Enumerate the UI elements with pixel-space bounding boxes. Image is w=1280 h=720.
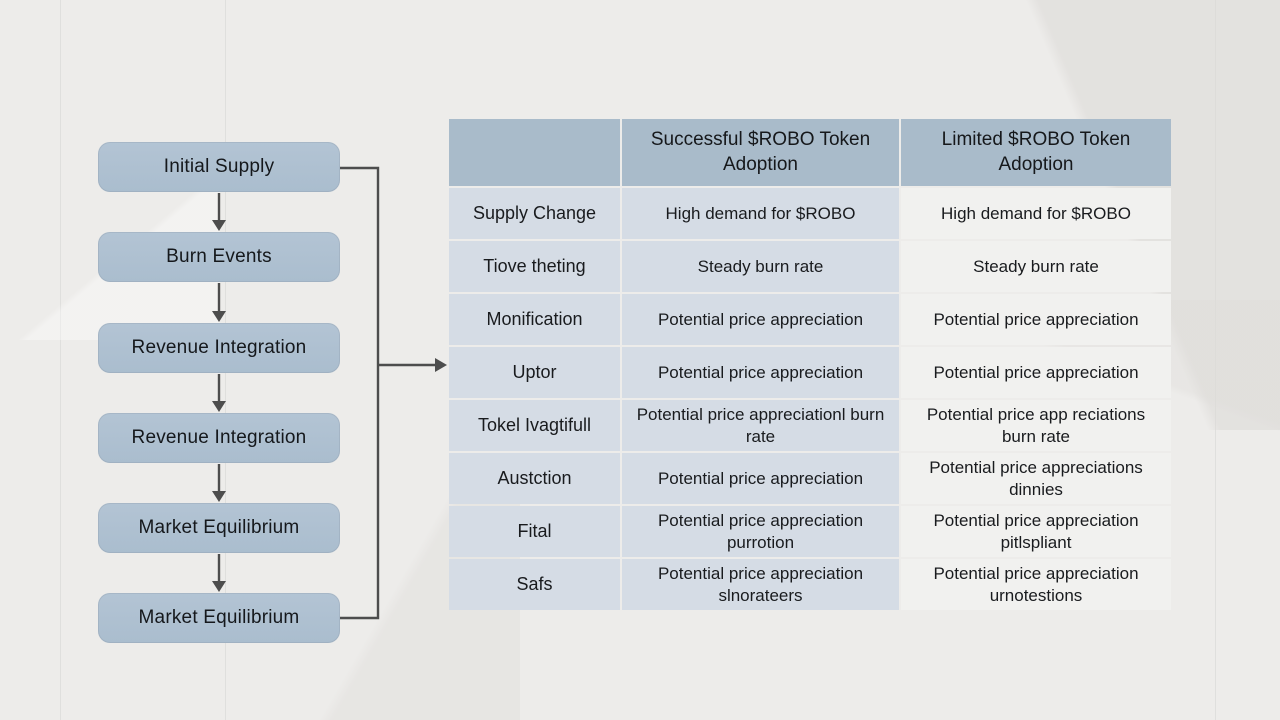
- down-arrow-icon: [212, 401, 226, 412]
- right-arrow-icon: [435, 358, 447, 372]
- row-label-cell: Monification: [449, 294, 620, 345]
- background-seam: [60, 0, 61, 720]
- cell-limited: Potential price appreciation pitlspliant: [901, 506, 1171, 557]
- row-label-cell: Tokel Ivagtifull: [449, 400, 620, 451]
- cell-limited: High demand for $ROBO: [901, 188, 1171, 239]
- cell-successful: Potential price appreciation slnorateers: [622, 559, 899, 610]
- cell-successful: High demand for $ROBO: [622, 188, 899, 239]
- cell-successful: Steady burn rate: [622, 241, 899, 292]
- table-row: Tokel Ivagtifull Potential price appreci…: [449, 400, 1171, 451]
- cell-limited: Potential price appreciations dinnies: [901, 453, 1171, 504]
- cell-successful: Potential price appreciationl burn rate: [622, 400, 899, 451]
- table-header-successful: Successful $ROBO Token Adoption: [622, 119, 899, 186]
- flow-box-revenue-integration: Revenue Integration: [98, 323, 340, 373]
- row-label-cell: Uptor: [449, 347, 620, 398]
- cell-limited: Potential price app reciations burn rate: [901, 400, 1171, 451]
- row-label-cell: Austction: [449, 453, 620, 504]
- table-row: Monification Potential price appreciatio…: [449, 294, 1171, 345]
- background-facet: [0, 460, 520, 720]
- table-row: Supply Change High demand for $ROBO High…: [449, 188, 1171, 239]
- cell-limited: Steady burn rate: [901, 241, 1171, 292]
- row-label-cell: Supply Change: [449, 188, 620, 239]
- table-row: Uptor Potential price appreciation Poten…: [449, 347, 1171, 398]
- cell-limited: Potential price appreciation: [901, 294, 1171, 345]
- flow-box-initial-supply: Initial Supply: [98, 142, 340, 192]
- row-label-cell: Safs: [449, 559, 620, 610]
- flow-box-market-equilibrium: Market Equilibrium: [98, 503, 340, 553]
- cell-successful: Potential price appreciation purrotion: [622, 506, 899, 557]
- cell-limited: Potential price appreciation urnotestion…: [901, 559, 1171, 610]
- cell-successful: Potential price appreciation: [622, 294, 899, 345]
- flow-box-market-equilibrium: Market Equilibrium: [98, 593, 340, 643]
- table-row: Safs Potential price appreciation slnora…: [449, 559, 1171, 610]
- table-row: Austction Potential price appreciation P…: [449, 453, 1171, 504]
- flow-box-revenue-integration: Revenue Integration: [98, 413, 340, 463]
- table-row: Fital Potential price appreciation purro…: [449, 506, 1171, 557]
- scenario-table: Successful $ROBO Token Adoption Limited …: [447, 117, 1173, 612]
- table-header-row: Successful $ROBO Token Adoption Limited …: [449, 119, 1171, 186]
- row-label-cell: Tiove theting: [449, 241, 620, 292]
- table-header-limited: Limited $ROBO Token Adoption: [901, 119, 1171, 186]
- row-label-cell: Fital: [449, 506, 620, 557]
- table-corner-cell: [449, 119, 620, 186]
- flow-box-burn-events: Burn Events: [98, 232, 340, 282]
- cell-successful: Potential price appreciation: [622, 453, 899, 504]
- cell-limited: Potential price appreciation: [901, 347, 1171, 398]
- cell-successful: Potential price appreciation: [622, 347, 899, 398]
- table-row: Tiove theting Steady burn rate Steady bu…: [449, 241, 1171, 292]
